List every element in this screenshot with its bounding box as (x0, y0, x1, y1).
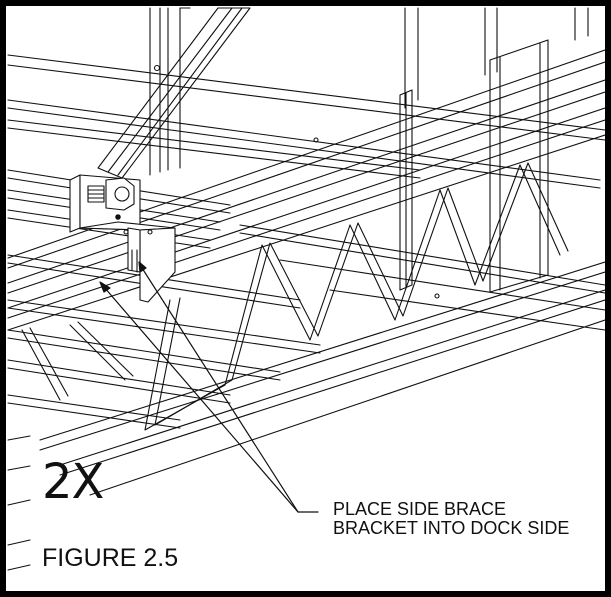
side-brace-bracket (69, 174, 176, 303)
callout-leaders (99, 261, 319, 513)
side-brace (97, 7, 251, 179)
truss-rail (7, 49, 605, 496)
figure-caption: FIGURE 2.5 (42, 544, 179, 572)
assembly-drawing (7, 7, 605, 571)
quantity-label: 2X (42, 454, 104, 510)
guide-rails (7, 435, 31, 571)
callout-text: PLACE SIDE BRACE BRACKET INTO DOCK SIDE (333, 500, 569, 538)
background-frame (7, 7, 605, 189)
callout-line-1: PLACE SIDE BRACE (333, 499, 507, 519)
upright-post (399, 39, 549, 293)
callout-line-2: BRACKET INTO DOCK SIDE (333, 518, 570, 538)
